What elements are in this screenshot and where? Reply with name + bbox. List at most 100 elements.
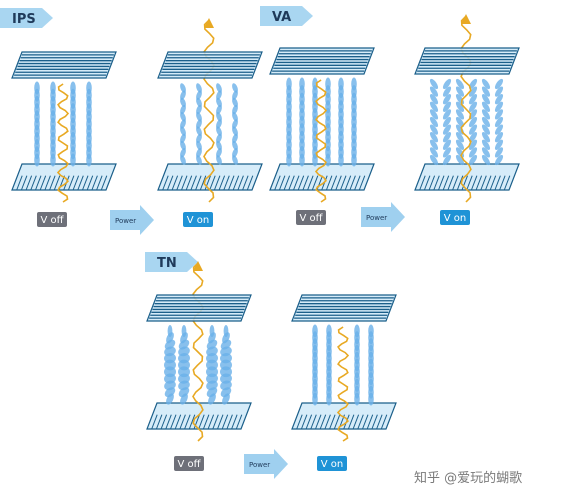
- polarizer-line: [315, 414, 322, 430]
- liquid-crystal-molecule: [442, 78, 452, 90]
- power-arrow-label: Power: [115, 217, 136, 225]
- polarizer-line: [438, 175, 445, 191]
- liquid-crystal-molecule: [429, 147, 439, 158]
- liquid-crystal-molecule: [429, 94, 439, 105]
- liquid-crystal-molecule: [232, 119, 238, 129]
- polarizer-line: [67, 175, 75, 191]
- liquid-crystal-molecule: [468, 147, 478, 158]
- liquid-crystal-molecule: [481, 101, 491, 112]
- polarizer-line: [325, 175, 333, 191]
- power-arrow-label: Power: [366, 214, 387, 222]
- polarizer-line: [311, 175, 319, 191]
- liquid-crystal-molecule: [429, 78, 439, 90]
- polarizer-line: [82, 175, 89, 191]
- liquid-crystal-molecule: [208, 393, 216, 405]
- liquid-crystal-molecule: [180, 83, 186, 93]
- polarizer-line: [433, 175, 440, 191]
- lcd-panel-ips-on: [157, 18, 263, 203]
- liquid-crystal-molecule: [468, 139, 478, 150]
- power-arrow-shape: [110, 205, 154, 235]
- liquid-crystal-molecule: [216, 133, 222, 144]
- liquid-crystal-molecule: [468, 94, 478, 105]
- polarizer-line: [349, 175, 356, 191]
- state-badge-bg: [174, 456, 204, 471]
- liquid-crystal-molecule: [232, 112, 238, 122]
- polarizer-line: [494, 175, 501, 191]
- polarizer-line: [193, 414, 200, 430]
- power-arrow: Power: [361, 202, 405, 232]
- liquid-crystal-molecule: [429, 86, 439, 97]
- polarizer-line: [100, 175, 108, 191]
- liquid-crystal-molecule: [494, 139, 504, 150]
- polarizer-line: [232, 175, 240, 191]
- liquid-crystal-molecule: [481, 109, 491, 120]
- liquid-crystal-molecule: [494, 116, 504, 128]
- mode-tag-tn: TN: [145, 252, 198, 272]
- polarizer-line: [246, 175, 254, 191]
- liquid-crystal-molecule: [468, 86, 478, 97]
- liquid-crystal-molecule: [429, 109, 439, 120]
- liquid-crystal-molecule: [481, 86, 491, 97]
- light-wave: [336, 326, 350, 442]
- liquid-crystal-molecule: [494, 94, 504, 105]
- liquid-crystal-molecule: [180, 126, 186, 136]
- liquid-crystal-molecule: [232, 140, 238, 151]
- polarizer-line: [380, 414, 388, 430]
- liquid-crystal-molecule: [468, 132, 478, 143]
- liquid-crystal-molecule: [429, 101, 439, 112]
- liquid-crystal-molecule: [180, 133, 186, 144]
- state-badge-text: V off: [177, 459, 201, 470]
- liquid-crystal-molecule: [196, 112, 202, 122]
- polarizer-line: [213, 175, 221, 191]
- watermark-text: 知乎 @爱玩的蝴歌: [414, 471, 523, 486]
- liquid-crystal-molecule: [232, 90, 238, 100]
- polarizer-line: [489, 175, 497, 191]
- mode-tag-label: TN: [157, 256, 177, 271]
- polarizer-line: [242, 175, 249, 191]
- liquid-crystal-molecule: [481, 124, 491, 135]
- polarizer-line: [217, 414, 224, 430]
- state-badge-text: V off: [299, 213, 323, 224]
- polarizer-line: [176, 175, 183, 191]
- liquid-crystal-molecule: [34, 153, 40, 167]
- liquid-crystal-molecule: [299, 153, 305, 167]
- polarizer-line: [188, 414, 196, 430]
- light-exit-arrow: [204, 18, 214, 28]
- liquid-crystal-molecule: [166, 393, 174, 405]
- polarizer-line: [480, 175, 487, 191]
- polarizer-line: [293, 175, 300, 191]
- top-polarizer: [146, 294, 252, 322]
- polarizer-line: [357, 414, 364, 430]
- mode-tag-va: VA: [260, 6, 313, 26]
- polarizer-line: [237, 175, 244, 191]
- polarizer-line: [162, 175, 169, 191]
- liquid-crystal-molecule: [442, 109, 452, 120]
- polarizer-line: [330, 175, 338, 191]
- polarizer-line: [499, 175, 506, 191]
- liquid-crystal-molecule: [468, 101, 478, 112]
- mode-tag-shape: [260, 6, 313, 26]
- liquid-crystal-molecule: [180, 104, 186, 115]
- state-badge-bg: [317, 456, 347, 471]
- power-arrow-shape: [361, 202, 405, 232]
- polarizer-line: [428, 175, 436, 191]
- polarizer-line: [452, 175, 459, 191]
- polarizer-line: [466, 175, 473, 191]
- bottom-polarizer: [291, 402, 397, 430]
- polarizer-plate: [269, 47, 375, 75]
- liquid-crystal-molecule: [455, 86, 465, 97]
- polarizer-line: [53, 175, 61, 191]
- power-arrow-shape: [244, 449, 288, 479]
- light-wave: [56, 83, 70, 203]
- liquid-crystal-layer: [164, 325, 232, 405]
- state-badge-text: V on: [444, 213, 466, 224]
- state-badge-ips-on: V on: [183, 212, 213, 227]
- liquid-crystal-molecule: [351, 153, 357, 167]
- polarizer-line: [204, 175, 211, 191]
- power-arrow-label: Power: [249, 461, 270, 469]
- polarizer-line: [354, 175, 361, 191]
- polarizer-line: [151, 414, 158, 430]
- polarizer-line: [49, 175, 56, 191]
- liquid-crystal-molecule: [368, 392, 374, 406]
- polarizer-line: [447, 175, 454, 191]
